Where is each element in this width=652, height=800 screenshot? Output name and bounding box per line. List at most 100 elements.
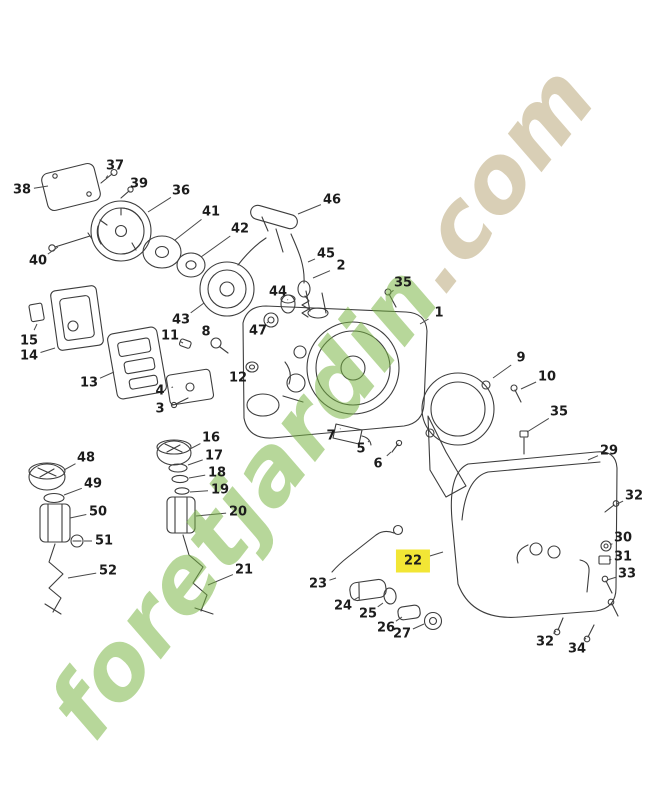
part-label-26[interactable]: 26 — [376, 620, 396, 636]
part-16-cap — [156, 439, 192, 466]
part-label-38[interactable]: 38 — [12, 182, 32, 198]
part-12-grommet — [245, 361, 259, 373]
part-45-rope-guide — [290, 233, 311, 298]
part-26-spacer — [397, 604, 421, 621]
part-label-22[interactable]: 22 — [395, 549, 431, 573]
part-label-31[interactable]: 31 — [613, 549, 633, 565]
part-29-handle-housing — [450, 451, 618, 618]
part-label-9[interactable]: 9 — [516, 350, 526, 366]
part-10-screw — [510, 384, 522, 403]
part-label-51[interactable]: 51 — [94, 533, 114, 549]
part-label-35[interactable]: 35 — [549, 404, 569, 420]
leader-lines — [33, 175, 624, 641]
part-label-5[interactable]: 5 — [356, 441, 366, 457]
part-label-13[interactable]: 13 — [79, 375, 99, 391]
part-52-wire — [44, 543, 64, 615]
part-label-16[interactable]: 16 — [201, 430, 221, 446]
part-18-washer — [171, 474, 189, 484]
part-label-50[interactable]: 50 — [88, 504, 108, 520]
part-41-washer-disc — [142, 235, 182, 269]
part-label-39[interactable]: 39 — [129, 176, 149, 192]
part-24-sleeve — [349, 578, 387, 602]
part-46-starter-grip — [250, 204, 298, 253]
part-label-7[interactable]: 7 — [326, 428, 336, 444]
part-4-plate — [165, 368, 215, 406]
part-8-valve — [210, 337, 229, 354]
part-label-17[interactable]: 17 — [204, 448, 224, 464]
part-35-screw-right — [519, 430, 529, 455]
part-34-screw-bottom — [583, 624, 595, 643]
part-label-35[interactable]: 35 — [393, 275, 413, 291]
part-27-ring — [423, 611, 443, 631]
part-label-33[interactable]: 33 — [617, 566, 637, 582]
part-7-bracket — [332, 423, 363, 445]
part-21-wire — [182, 534, 214, 615]
part-20-pump-body — [166, 496, 196, 534]
part-49-ring — [43, 492, 65, 504]
part-label-2[interactable]: 2 — [336, 258, 346, 274]
part-6-screw — [391, 439, 403, 453]
part-label-24[interactable]: 24 — [333, 598, 353, 614]
part-label-8[interactable]: 8 — [201, 324, 211, 340]
part-label-32[interactable]: 32 — [624, 488, 644, 504]
part-label-47[interactable]: 47 — [248, 323, 268, 339]
part-1-fan-housing-cover — [242, 290, 428, 439]
part-17-ring — [168, 463, 188, 473]
part-5-clip — [361, 435, 372, 446]
part-label-1[interactable]: 1 — [434, 305, 444, 321]
fin-bracket — [427, 415, 467, 498]
part-label-36[interactable]: 36 — [171, 183, 191, 199]
part-33-screw-lower — [607, 598, 619, 617]
part-label-32[interactable]: 32 — [535, 634, 555, 650]
part-label-21[interactable]: 21 — [234, 562, 254, 578]
part-label-44[interactable]: 44 — [268, 284, 288, 300]
part-label-3[interactable]: 3 — [155, 401, 165, 417]
part-50-pump-body — [39, 503, 71, 543]
part-label-34[interactable]: 34 — [567, 641, 587, 657]
part-label-52[interactable]: 52 — [98, 563, 118, 579]
part-label-6[interactable]: 6 — [373, 456, 383, 472]
part-label-10[interactable]: 10 — [537, 369, 557, 385]
part-23-choke-rod — [331, 524, 404, 573]
part-38-sealing-plate — [41, 162, 101, 212]
part-30-grommet-right — [600, 540, 612, 552]
part-label-18[interactable]: 18 — [207, 465, 227, 481]
part-label-19[interactable]: 19 — [210, 482, 230, 498]
part-label-46[interactable]: 46 — [322, 192, 342, 208]
part-label-43[interactable]: 43 — [171, 312, 191, 328]
part-37-screw — [100, 168, 118, 184]
part-label-42[interactable]: 42 — [230, 221, 250, 237]
part-15-clip — [28, 302, 45, 323]
part-label-41[interactable]: 41 — [201, 204, 221, 220]
part-label-27[interactable]: 27 — [392, 626, 412, 642]
part-33-screw-right — [601, 575, 613, 594]
part-label-14[interactable]: 14 — [19, 348, 39, 364]
part-label-20[interactable]: 20 — [228, 504, 248, 520]
part-label-25[interactable]: 25 — [358, 606, 378, 622]
part-label-4[interactable]: 4 — [155, 383, 165, 399]
part-label-48[interactable]: 48 — [76, 450, 96, 466]
part-44-bushing — [280, 294, 296, 314]
part-43-rope-rotor — [199, 237, 267, 317]
part-label-12[interactable]: 12 — [228, 370, 248, 386]
part-36-fan-housing — [90, 200, 152, 262]
part-label-49[interactable]: 49 — [83, 476, 103, 492]
part-label-11[interactable]: 11 — [160, 328, 180, 344]
part-label-40[interactable]: 40 — [28, 253, 48, 269]
part-label-37[interactable]: 37 — [105, 158, 125, 174]
part-label-29[interactable]: 29 — [599, 443, 619, 459]
part-19-seal — [174, 487, 190, 495]
part-label-15[interactable]: 15 — [19, 333, 39, 349]
part-14-plate — [50, 285, 104, 351]
part-13-gasket-plate — [107, 326, 167, 400]
part-48-cap — [28, 462, 66, 491]
part-label-45[interactable]: 45 — [316, 246, 336, 262]
part-label-23[interactable]: 23 — [308, 576, 328, 592]
part-label-30[interactable]: 30 — [613, 530, 633, 546]
part-42-washer-disc — [176, 252, 206, 278]
part-32-screw-bottom — [553, 617, 564, 636]
part-11-pin — [178, 338, 192, 349]
